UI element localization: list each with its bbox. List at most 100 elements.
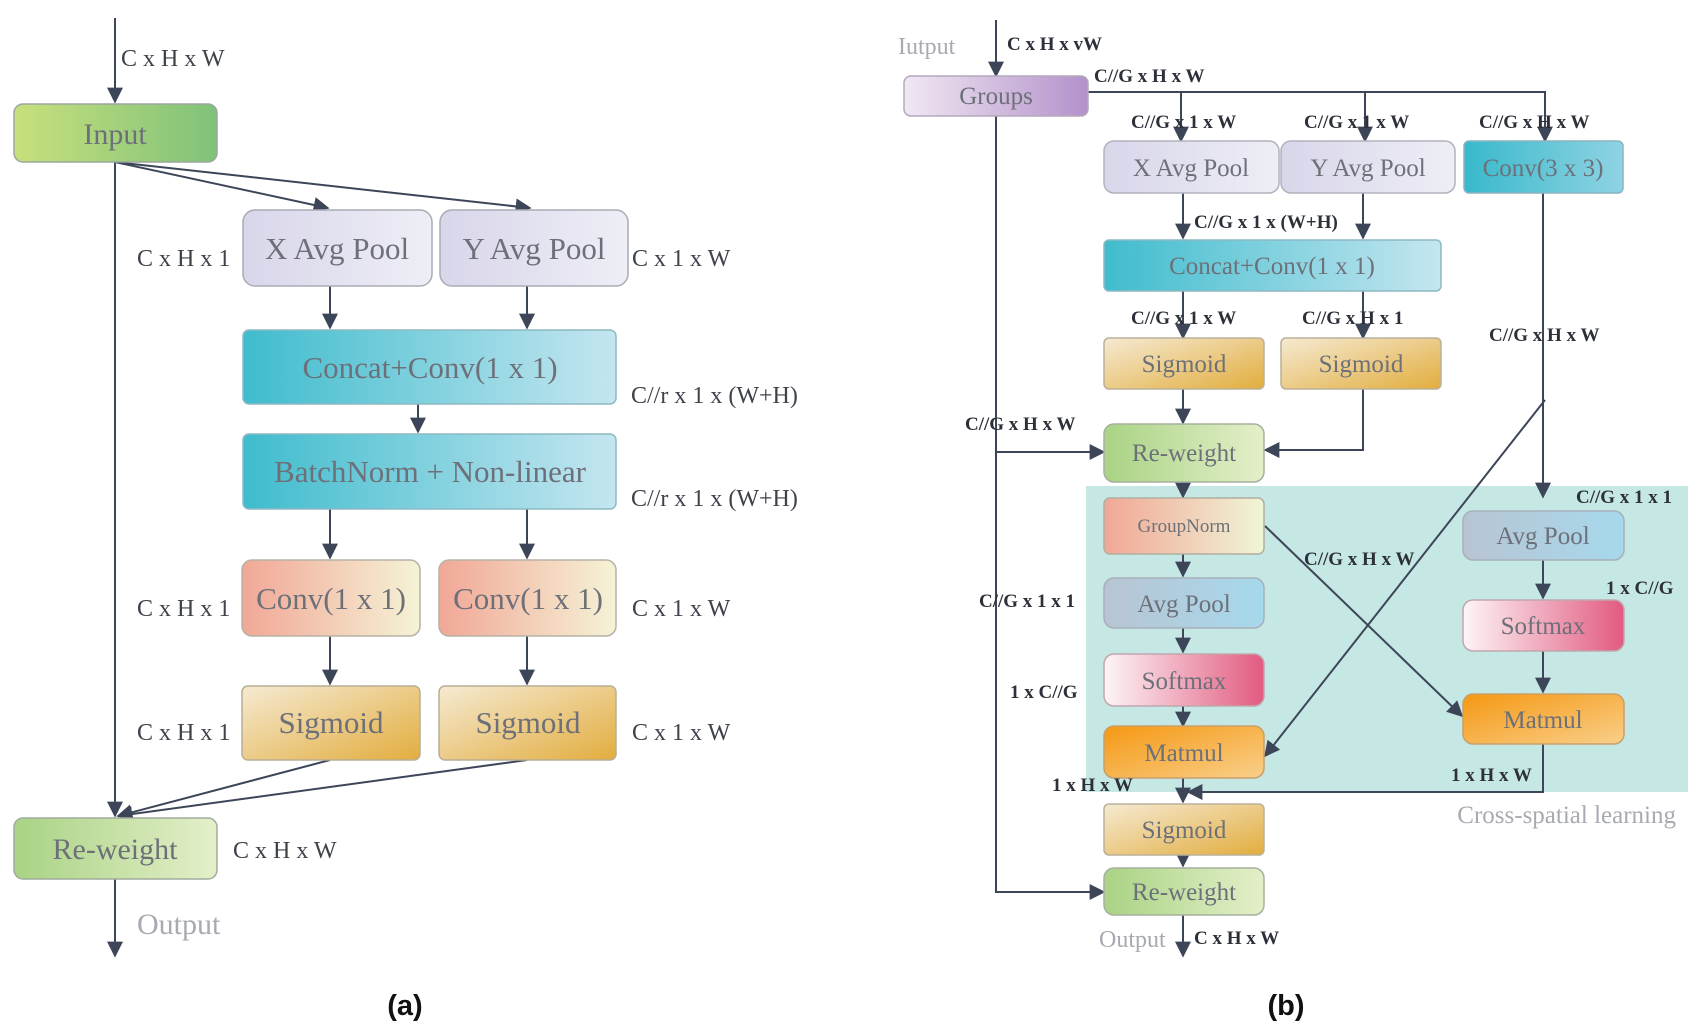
node-groups-label: Groups [959, 83, 1033, 110]
node-y-avg-pool-label: Y Avg Pool [463, 231, 606, 266]
label-a-output: Output [137, 908, 221, 941]
node-groupnorm-label: GroupNorm [1138, 516, 1231, 537]
node-x-avg-pool: X Avg Pool [242, 209, 433, 287]
label-b-softmax-r-in: 1 x C//G [1606, 578, 1674, 599]
edge-input-to-xpool [114, 161, 330, 213]
node-conv3x3-label: Conv(3 x 3) [1483, 155, 1604, 182]
label-b-y-in: C//G x 1 x W [1304, 112, 1409, 133]
node-concat-conv: Concat+Conv(1 x 1) [242, 329, 617, 405]
label-a-cxh1-3: C x H x 1 [137, 720, 230, 746]
node-input-label: Input [83, 118, 147, 151]
node-b-reweight-1-label: Re-weight [1132, 440, 1236, 467]
node-conv-right-label: Conv(1 x 1) [453, 581, 603, 616]
edge-conv3-to-matmul-l [1264, 399, 1546, 758]
node-b-matmul-right: Matmul [1462, 693, 1625, 745]
label-b-sig-l-in: C//G x 1 x W [1131, 308, 1236, 329]
label-b-output-dim: C x H x W [1194, 928, 1279, 949]
node-b-avgpool-left-label: Avg Pool [1137, 591, 1230, 618]
label-b-conv3-out: C//G x H x W [1489, 325, 1600, 346]
node-b-sigmoid-right-label: Sigmoid [1319, 351, 1404, 378]
label-b-avgpool-l-out: C//G x 1 x 1 [979, 591, 1075, 612]
label-a-cx1w-1: C x 1 x W [632, 246, 731, 272]
edge-groups-to-conv3 [1088, 91, 1553, 143]
node-b-x-avg-pool: X Avg Pool [1103, 140, 1280, 194]
caption-b: (b) [1267, 990, 1304, 1022]
caption-a: (a) [387, 990, 422, 1022]
node-sigmoid-right-label: Sigmoid [475, 705, 581, 740]
label-a-cxh1-1: C x H x 1 [137, 246, 230, 272]
node-groupnorm: GroupNorm [1103, 497, 1265, 555]
node-conv-left: Conv(1 x 1) [241, 559, 421, 637]
node-sigmoid-right: Sigmoid [438, 685, 617, 761]
label-b-groups-out: C//G x H x W [1094, 66, 1205, 87]
label-b-conv3-in: C//G x H x W [1479, 112, 1590, 133]
node-b-reweight-1: Re-weight [1103, 423, 1265, 483]
panel-a: Input X Avg Pool Y Avg Pool Concat+Conv(… [13, 18, 798, 1022]
label-b-softmax-l-in: 1 x C//G [1010, 682, 1078, 703]
edge-sigl-to-reweight [116, 759, 331, 821]
node-conv-right: Conv(1 x 1) [438, 559, 617, 637]
label-cross-spatial: Cross-spatial learning [1457, 802, 1676, 829]
node-x-avg-pool-label: X Avg Pool [265, 231, 409, 266]
node-b-sigmoid-final-label: Sigmoid [1142, 817, 1227, 844]
node-b-concat-conv-label: Concat+Conv(1 x 1) [1169, 253, 1375, 280]
node-b-avgpool-right: Avg Pool [1462, 510, 1625, 561]
node-conv3x3: Conv(3 x 3) [1463, 140, 1624, 194]
label-a-reweight-dim: C x H x W [233, 838, 337, 864]
node-reweight-label: Re-weight [53, 833, 179, 866]
node-b-sigmoid-final: Sigmoid [1103, 803, 1265, 856]
label-b-avgpool-r-in: C//G x 1 x 1 [1576, 487, 1672, 508]
node-b-sigmoid-left: Sigmoid [1103, 337, 1265, 390]
node-b-softmax-left-label: Softmax [1142, 668, 1227, 695]
edge-sigr-to-reweight1 [1263, 389, 1364, 458]
edge-input-to-ypool [114, 161, 532, 215]
label-b-matmul-r-out: 1 x H x W [1451, 765, 1532, 786]
label-a-cx1w-2: C x 1 x W [632, 596, 731, 622]
label-b-output: Output [1099, 927, 1166, 953]
node-b-sigmoid-right: Sigmoid [1280, 337, 1442, 390]
label-b-input: Iutput [898, 34, 956, 60]
node-b-matmul-left: Matmul [1103, 725, 1265, 779]
edge-groups-to-reweight2 [995, 116, 1106, 900]
label-a-bn-dim: C//r x 1 x (W+H) [631, 486, 798, 512]
node-b-y-avg-pool: Y Avg Pool [1280, 140, 1456, 194]
label-a-cx1w-3: C x 1 x W [632, 720, 731, 746]
node-groups: Groups [903, 75, 1089, 117]
node-y-avg-pool: Y Avg Pool [439, 209, 629, 287]
node-conv-left-label: Conv(1 x 1) [256, 581, 406, 616]
node-b-matmul-left-label: Matmul [1144, 740, 1223, 767]
label-b-reweight-in: C//G x H x W [965, 414, 1076, 435]
node-b-softmax-right: Softmax [1462, 599, 1625, 652]
label-b-x-in: C//G x 1 x W [1131, 112, 1236, 133]
node-b-reweight-2: Re-weight [1103, 867, 1265, 916]
node-b-sigmoid-left-label: Sigmoid [1142, 351, 1227, 378]
node-b-x-avg-pool-label: X Avg Pool [1133, 155, 1249, 182]
node-reweight: Re-weight [13, 817, 218, 880]
edge-matmul-r-to-sigmoid [1186, 744, 1544, 800]
node-sigmoid-left: Sigmoid [241, 685, 421, 761]
node-b-avgpool-left: Avg Pool [1103, 577, 1265, 629]
node-b-softmax-left: Softmax [1103, 653, 1265, 707]
node-b-y-avg-pool-label: Y Avg Pool [1310, 155, 1425, 182]
panel-b: Cross-spatial learning Groups [898, 20, 1688, 1022]
label-b-sig-r-in: C//G x H x 1 [1302, 308, 1403, 329]
node-batchnorm-label: BatchNorm + Non-linear [274, 454, 587, 489]
label-b-concat-in: C//G x 1 x (W+H) [1194, 212, 1338, 233]
edge-sigr-to-reweight [116, 759, 528, 822]
node-b-softmax-right-label: Softmax [1501, 613, 1586, 640]
node-input: Input [13, 103, 218, 163]
label-b-matmul-l-out: 1 x H x W [1052, 775, 1133, 796]
node-b-avgpool-right-label: Avg Pool [1496, 523, 1589, 550]
label-b-input-dim: C x H x vW [1007, 34, 1102, 55]
node-b-matmul-right-label: Matmul [1503, 707, 1582, 734]
label-b-cross-dim: C//G x H x W [1304, 549, 1415, 570]
label-a-cxh1-2: C x H x 1 [137, 596, 230, 622]
node-concat-conv-label: Concat+Conv(1 x 1) [302, 350, 557, 385]
node-batchnorm: BatchNorm + Non-linear [242, 433, 617, 510]
label-a-concat-dim: C//r x 1 x (W+H) [631, 383, 798, 409]
node-b-concat-conv: Concat+Conv(1 x 1) [1103, 239, 1442, 292]
node-b-reweight-2-label: Re-weight [1132, 879, 1236, 906]
edge-groupnorm-to-matmul-r [1264, 525, 1464, 718]
node-sigmoid-left-label: Sigmoid [278, 705, 384, 740]
